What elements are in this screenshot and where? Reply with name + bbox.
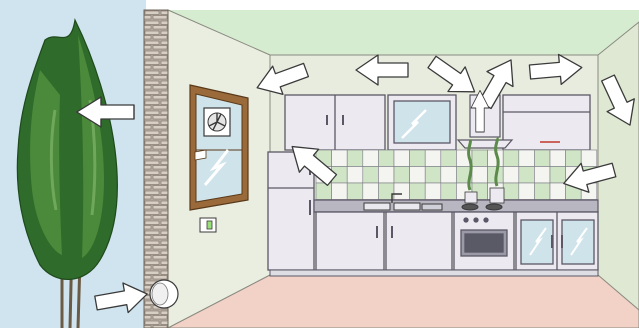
ceiling (168, 10, 639, 55)
backsplash-tile (440, 166, 457, 184)
backsplash-tile (580, 149, 598, 167)
backsplash-tile (346, 149, 364, 167)
backsplash-tile (518, 182, 535, 200)
sink (363, 193, 421, 211)
backsplash-tile (331, 182, 348, 200)
wall-window (189, 84, 249, 211)
backsplash-tile (534, 182, 551, 200)
backsplash-tile (534, 166, 551, 184)
baseboard (269, 269, 599, 277)
brick-wall (143, 9, 169, 328)
backsplash-tile (409, 182, 426, 200)
backsplash-tile (362, 182, 379, 200)
tall-cabinet (267, 151, 315, 271)
backsplash-tile (362, 149, 379, 167)
steam (464, 136, 505, 204)
backsplash-tile (393, 166, 410, 184)
cooktop (421, 203, 503, 211)
backsplash-tile (346, 166, 364, 184)
backsplash-tile (502, 166, 520, 184)
backsplash-tile (409, 149, 426, 167)
backsplash-tile (315, 182, 332, 200)
wall-vent-icon (149, 279, 179, 309)
tiled-backsplash (315, 149, 598, 200)
backsplash-tile (440, 149, 457, 167)
backsplash-tile (502, 182, 520, 200)
backsplash-tile (534, 149, 551, 167)
backsplash-tile (502, 149, 520, 167)
backsplash-tile (331, 149, 348, 167)
countertop (313, 199, 599, 213)
cypress-tree (16, 18, 118, 328)
backsplash-tile (378, 149, 395, 167)
backsplash-tile (518, 166, 535, 184)
backsplash-tile (378, 166, 395, 184)
backsplash-tile (518, 149, 535, 167)
backsplash-tile (393, 182, 410, 200)
lower-cabinets (315, 211, 599, 271)
backsplash-tile (424, 182, 442, 200)
backsplash-tile (565, 149, 582, 167)
backsplash-tile (471, 149, 488, 167)
backsplash-tile (549, 149, 566, 167)
backsplash-tile (362, 166, 379, 184)
backsplash-tile (424, 149, 442, 167)
backsplash-tile (471, 166, 488, 184)
backsplash-tile (440, 182, 457, 200)
backsplash-tile (424, 166, 442, 184)
upper-cabinets (284, 94, 591, 151)
exhaust-fan-icon (203, 107, 231, 137)
backsplash-tile (346, 182, 364, 200)
electrical-outlet-icon (199, 217, 217, 233)
backsplash-tile (549, 182, 566, 200)
floor (167, 274, 639, 328)
backsplash-tile (549, 166, 566, 184)
backsplash-tile (409, 166, 426, 184)
backsplash-tile (393, 149, 410, 167)
